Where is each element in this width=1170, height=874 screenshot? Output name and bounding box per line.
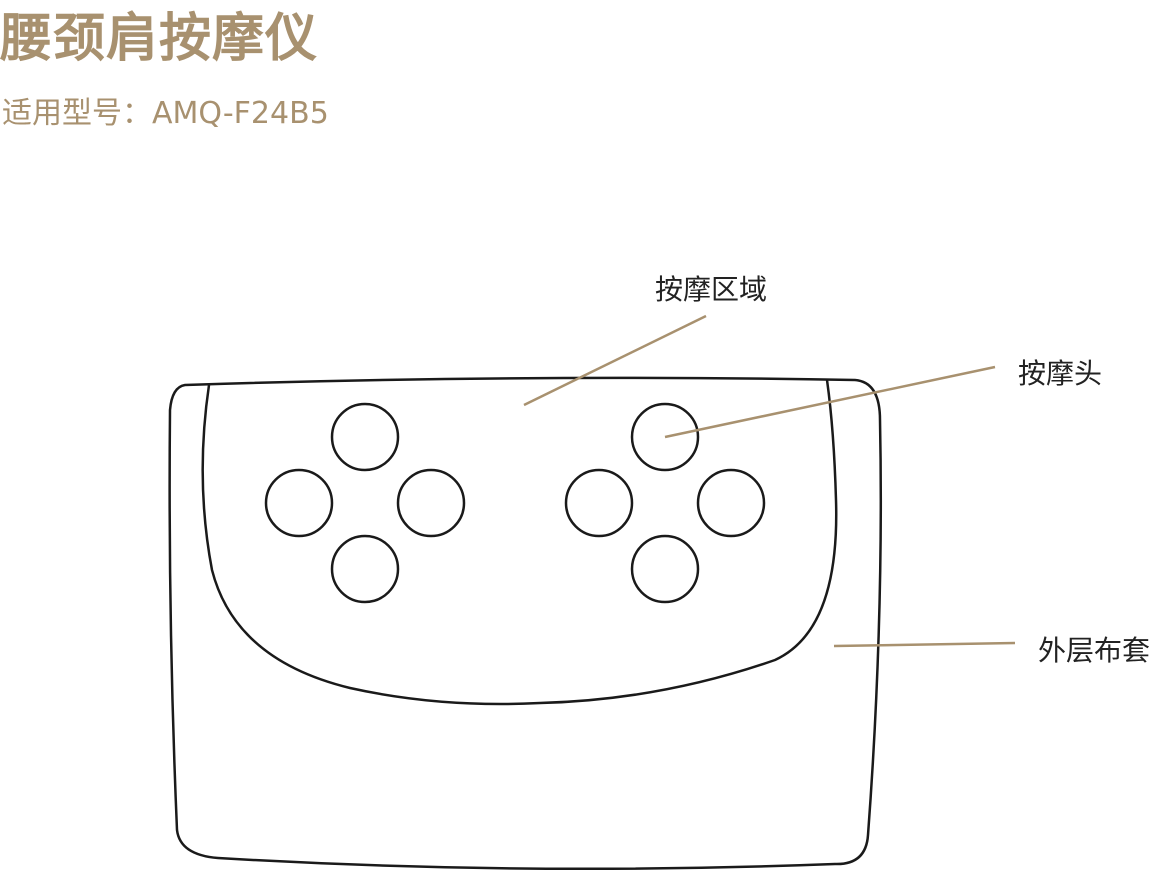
- massage-head-circle: [564, 468, 634, 538]
- leader-line-massage-area: [523, 314, 707, 407]
- leader-line-massage-head: [664, 365, 996, 439]
- leader-line-outer-cover: [833, 641, 1016, 648]
- model-number: 适用型号：AMQ-F24B5: [2, 96, 329, 131]
- right-massage-heads: [564, 402, 766, 604]
- massage-head-circle: [396, 468, 466, 538]
- label-massage-head: 按摩头: [1018, 357, 1103, 390]
- massage-head-circle: [330, 534, 400, 604]
- label-outer-cover: 外层布套: [1038, 634, 1151, 667]
- label-massage-area: 按摩区域: [655, 273, 768, 306]
- massage-head-circle: [630, 402, 700, 472]
- massage-area-outline: [201, 379, 838, 706]
- massage-head-circle: [264, 468, 334, 538]
- massage-head-circle: [630, 534, 700, 604]
- outer-body-outline: [168, 376, 883, 871]
- product-title: 腰颈肩按摩仪: [0, 9, 319, 69]
- left-massage-heads: [264, 402, 466, 604]
- massage-head-circle: [696, 468, 766, 538]
- massage-head-circle: [330, 402, 400, 472]
